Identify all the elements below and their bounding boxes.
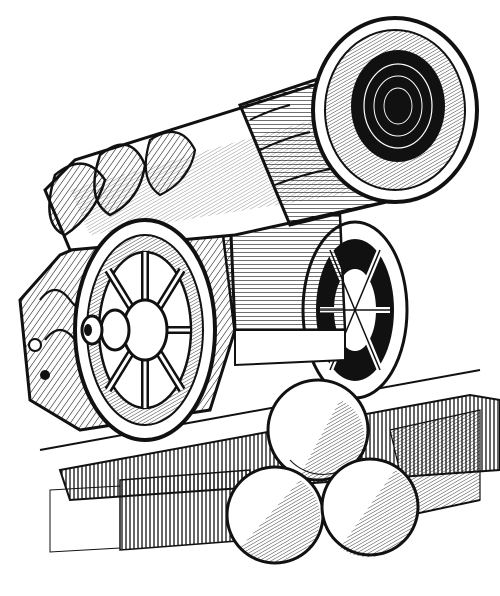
cannonball-stack xyxy=(225,378,420,565)
cannon-muzzle xyxy=(311,16,479,204)
cannon-barrel xyxy=(43,73,398,252)
front-wheel xyxy=(73,218,217,442)
